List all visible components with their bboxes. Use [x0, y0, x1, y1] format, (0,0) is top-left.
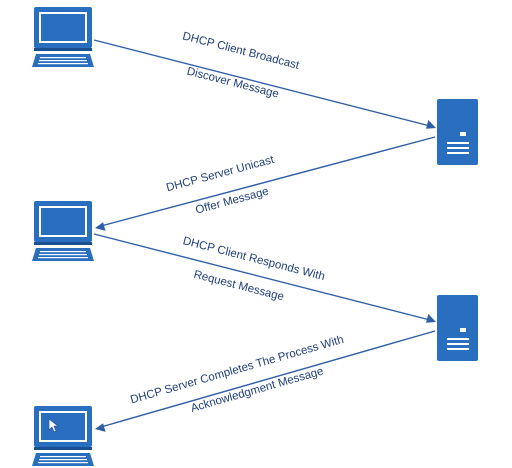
offer-label-line2: Offer Message	[194, 186, 270, 217]
client-computer-2-icon	[32, 201, 94, 261]
client-computer-3-icon	[32, 406, 94, 466]
discover-label-line1: DHCP Client Broadcast	[181, 30, 301, 72]
discover-arrow	[93, 39, 436, 129]
request-label-line2: Request Message	[192, 269, 285, 304]
request-arrow	[93, 233, 436, 323]
discover-label-line2: Discover Message	[185, 66, 280, 101]
client-computer-1-icon	[32, 7, 94, 67]
server-1-icon	[437, 99, 478, 165]
server-2-icon	[437, 295, 478, 361]
cursor-icon	[48, 418, 59, 433]
offer-arrow	[95, 136, 436, 231]
acknowledgment-arrow	[95, 330, 436, 432]
